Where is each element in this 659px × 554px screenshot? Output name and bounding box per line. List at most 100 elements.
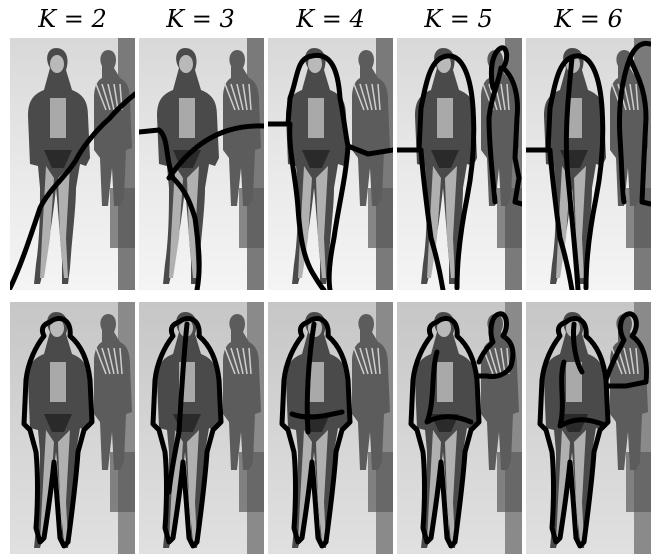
second-model-stripe	[635, 347, 639, 375]
segmentation-contour	[150, 316, 224, 549]
segmentation-image	[397, 38, 522, 290]
segmentation-contour	[304, 321, 317, 435]
main-model-leg	[427, 166, 441, 278]
panel-top-k2	[10, 38, 135, 290]
segmentation-image	[10, 38, 135, 290]
second-model-stripe	[623, 83, 631, 111]
second-model-stripe	[365, 347, 373, 375]
segmentation-contour	[139, 127, 202, 290]
segmentation-contour	[418, 147, 446, 290]
second-model-stripe	[506, 83, 510, 111]
second-model-stripe	[371, 83, 377, 111]
second-model-stripe	[500, 83, 506, 111]
second-model-stripe	[242, 347, 248, 375]
column-header-k6: K = 6	[554, 5, 623, 33]
segmentation-contour	[408, 316, 482, 549]
segmentation-contour	[279, 316, 353, 549]
main-model-torso	[437, 362, 453, 402]
main-model-leg	[298, 430, 312, 542]
main-model-swimwear	[44, 150, 72, 168]
main-model-leg	[187, 430, 199, 542]
main-model-face	[179, 55, 193, 73]
segmentation-contour	[617, 55, 633, 205]
second-model-stripe	[230, 83, 240, 111]
main-model-leg	[58, 166, 70, 278]
second-model-stripe	[242, 83, 248, 111]
second-model-stripe	[359, 83, 369, 111]
panel-bottom-k5	[397, 302, 522, 554]
segmentation-contour	[557, 359, 605, 429]
segmentation-contour	[571, 321, 585, 375]
panel-bottom-k6	[526, 302, 651, 554]
second-model-stripe	[377, 83, 381, 111]
main-model-leg	[169, 166, 183, 278]
panel-top-k4	[268, 38, 393, 290]
segmentation-contour	[10, 91, 135, 290]
panel-top-k3	[139, 38, 264, 290]
second-model-stripe	[629, 83, 635, 111]
main-model-leg	[556, 166, 570, 278]
main-model-torso	[50, 98, 66, 138]
segmentation-image	[268, 38, 393, 290]
panel-bottom-k3	[139, 302, 264, 554]
main-model-leg	[316, 430, 328, 542]
second-model-stripe	[623, 347, 631, 375]
main-model-leg	[556, 430, 570, 542]
panel-top-k5	[397, 38, 522, 290]
segmentation-image	[139, 302, 264, 554]
second-model-stripe	[353, 347, 365, 375]
segmentation-contour	[547, 147, 575, 290]
second-model-stripe	[224, 347, 236, 375]
segmentation-contour	[397, 53, 477, 290]
main-model-face	[437, 319, 451, 337]
main-model-swimwear	[44, 414, 72, 432]
segmentation-contour	[563, 55, 581, 290]
segmentation-contour	[476, 311, 516, 379]
second-model-stripe	[95, 83, 107, 111]
main-model-torso	[308, 98, 324, 138]
second-model-stripe	[236, 347, 244, 375]
main-model-face	[50, 55, 64, 73]
segmentation-contour	[166, 321, 190, 495]
second-model-stripe	[119, 347, 123, 375]
main-model-torso	[50, 362, 66, 402]
second-model-stripe	[101, 83, 111, 111]
second-model-stripe	[101, 347, 111, 375]
main-model-torso	[308, 362, 324, 402]
segmentation-contour	[287, 121, 327, 290]
main-model-leg	[445, 430, 457, 542]
main-model-torso	[566, 362, 582, 402]
second-model-stripe	[365, 83, 373, 111]
segmentation-contour	[289, 409, 345, 420]
segmentation-image	[526, 38, 651, 290]
main-model-torso	[179, 98, 195, 138]
second-model-stripe	[500, 347, 506, 375]
second-model-stripe	[377, 347, 381, 375]
main-model-leg	[427, 430, 441, 542]
second-model-stripe	[635, 83, 639, 111]
second-model-stripe	[611, 347, 623, 375]
segmentation-contour	[486, 65, 504, 205]
main-model-leg	[574, 166, 586, 278]
main-model-leg	[58, 430, 70, 542]
second-model-stripe	[95, 347, 107, 375]
main-model-swimwear	[431, 150, 459, 168]
segmentation-image	[268, 302, 393, 554]
main-model-leg	[187, 166, 199, 278]
second-model-stripe	[224, 83, 236, 111]
column-header-k2: K = 2	[38, 5, 107, 33]
column-header-k3: K = 3	[166, 5, 235, 33]
second-model-stripe	[113, 83, 119, 111]
segmentation-contour	[627, 40, 651, 207]
column-header-k4: K = 4	[296, 5, 365, 33]
panel-bottom-k2	[10, 302, 135, 554]
panel-top-k6	[526, 38, 651, 290]
second-model-stripe	[248, 347, 252, 375]
second-model-stripe	[488, 347, 498, 375]
second-model-stripe	[371, 347, 377, 375]
main-model-face	[308, 55, 322, 73]
second-model-stripe	[107, 347, 115, 375]
second-model-stripe	[113, 347, 119, 375]
main-model-leg	[40, 430, 54, 542]
second-model-stripe	[236, 83, 244, 111]
